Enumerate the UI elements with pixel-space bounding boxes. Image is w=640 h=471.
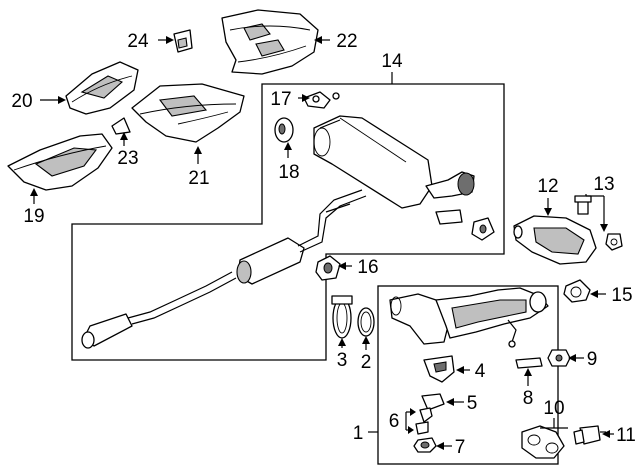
callout-7: 7 — [455, 437, 466, 458]
part-14-muffler — [313, 115, 475, 209]
part-11-sensor — [573, 425, 606, 445]
part-22-heat-shield — [221, 9, 319, 75]
callout-18: 18 — [278, 162, 299, 183]
callout-2: 2 — [361, 352, 372, 373]
callout-17: 17 — [270, 89, 291, 110]
callout-13: 13 — [593, 174, 614, 195]
part-16-hanger — [315, 255, 341, 281]
part-10-gasket — [521, 425, 565, 459]
part-19-heat-shield — [7, 133, 113, 191]
part-7-nut — [413, 437, 437, 453]
callout-9: 9 — [587, 349, 598, 370]
part-2-gasket — [357, 307, 375, 337]
part-17-gasket — [303, 91, 340, 109]
part-1-catalytic-converter — [389, 287, 549, 348]
callout-24: 24 — [127, 31, 149, 52]
callout-23: 23 — [117, 148, 138, 169]
callout-20: 20 — [11, 91, 32, 112]
part-12-heat-shield — [513, 215, 597, 265]
part-14-exhaust-pipe — [81, 189, 367, 349]
part-5-gasket — [421, 393, 445, 411]
part-6-stud — [415, 407, 433, 435]
converter-assembly-box — [377, 285, 559, 465]
part-20-heat-shield — [65, 61, 139, 115]
callout-4: 4 — [475, 361, 486, 382]
callout-15: 15 — [611, 285, 632, 306]
callout-22: 22 — [336, 31, 357, 52]
part-3-clamp — [331, 295, 353, 339]
part-9-nut — [547, 349, 571, 367]
part-21-heat-shield — [131, 83, 245, 143]
part-8-stud — [515, 357, 543, 369]
part-15-gasket — [563, 279, 591, 303]
callout-3: 3 — [337, 350, 348, 371]
callout-11: 11 — [616, 425, 636, 446]
callout-12: 12 — [537, 176, 558, 197]
callout-14: 14 — [381, 51, 403, 72]
part-14-hanger-bracket — [435, 209, 495, 241]
callout-21: 21 — [188, 168, 209, 189]
callout-6: 6 — [389, 411, 400, 432]
part-23-bracket — [111, 117, 131, 135]
muffler-assembly-box — [71, 83, 505, 361]
callout-5: 5 — [467, 393, 478, 414]
part-24-bracket — [173, 29, 193, 53]
callout-8: 8 — [523, 388, 534, 409]
part-18-hanger — [274, 117, 294, 143]
callout-labels: 24 22 14 20 17 23 18 21 13 12 19 16 15 3… — [11, 31, 635, 458]
callout-10: 10 — [543, 398, 564, 419]
callout-1: 1 — [353, 423, 364, 444]
callout-19: 19 — [23, 206, 44, 227]
leader-lines — [30, 36, 614, 450]
part-13-bolt — [574, 195, 623, 251]
part-4-bracket — [423, 355, 455, 383]
callout-16: 16 — [357, 257, 378, 278]
